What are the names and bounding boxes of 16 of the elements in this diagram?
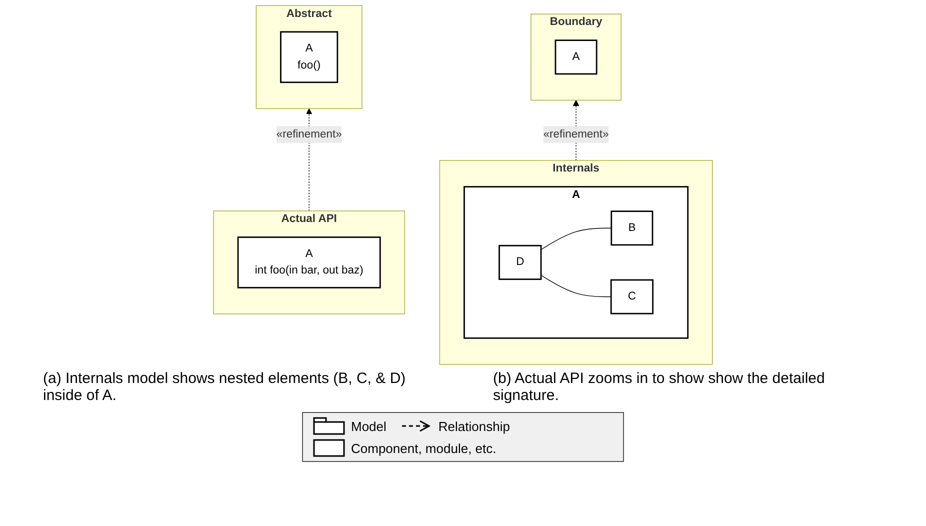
node-box: A xyxy=(554,40,598,75)
node-box: B xyxy=(610,210,654,246)
legend-label: Relationship xyxy=(438,418,510,434)
connector xyxy=(540,228,612,250)
node-box: D xyxy=(498,244,542,280)
figure-caption: (b) Actual API zooms in to show show the detailed signature. xyxy=(493,370,826,404)
legend-label: Model xyxy=(351,418,386,434)
edge-label: «refinement» xyxy=(276,128,342,140)
connector xyxy=(540,274,612,298)
node-box: A int foo(in bar, out baz) xyxy=(237,236,381,288)
legend-label: Component, module, etc. xyxy=(351,440,496,456)
figure-caption: (a) Internals model shows nested elements (B, C, & D) inside of A. xyxy=(43,370,407,404)
edge-label: «refinement» xyxy=(543,128,609,140)
node-box: C xyxy=(610,279,654,314)
node-box: A foo() xyxy=(280,31,338,84)
arrow xyxy=(306,108,312,212)
